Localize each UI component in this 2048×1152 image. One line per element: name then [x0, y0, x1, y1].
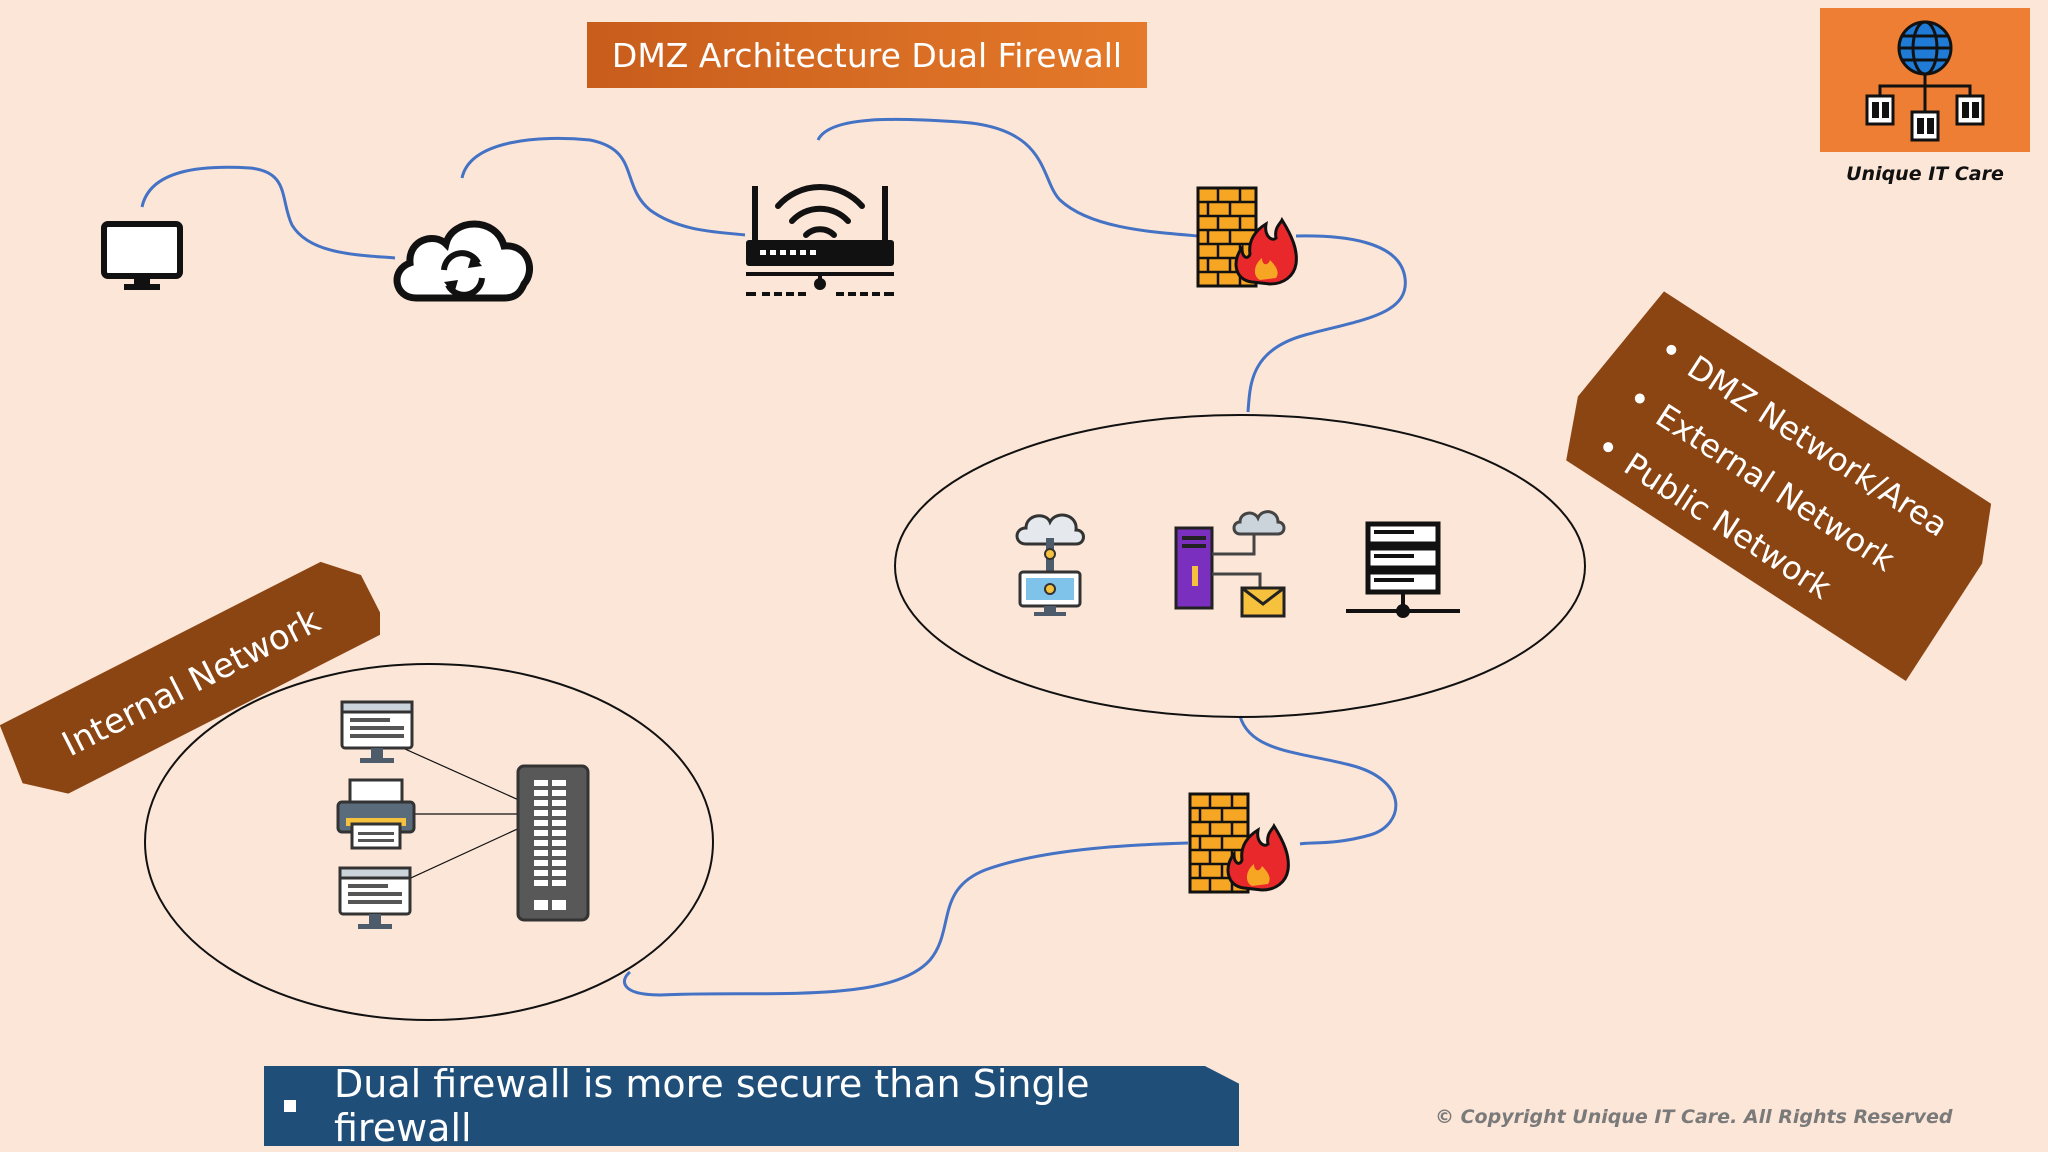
monitor-icon: [101, 221, 183, 290]
workstation-icon: [340, 700, 414, 763]
copyright-text: © Copyright Unique IT Care. All Rights R…: [1435, 1106, 1953, 1128]
link-firewall2-internal: [622, 841, 1189, 997]
page-title: DMZ Architecture Dual Firewall: [587, 22, 1147, 88]
link-dmz-firewall2: [1238, 715, 1398, 846]
workstation-icon: [338, 866, 412, 929]
switch-icon: [516, 764, 590, 922]
internal-network-label: Internal Network: [0, 561, 380, 794]
wifi-router-icon: [746, 184, 894, 296]
dmz-area-label: DMZ Network/Area External Network Public…: [1566, 291, 1992, 681]
globe-network-icon: [1865, 20, 1985, 142]
firewall-icon: [1196, 186, 1298, 288]
link-internet-router: [460, 136, 746, 237]
mail-server-icon: [1174, 510, 1286, 618]
logo-caption: Unique IT Care: [1846, 163, 2004, 185]
link-firewall1-dmz: [1246, 234, 1407, 413]
bullet-icon: [284, 1100, 296, 1112]
footer-note-text: Dual firewall is more secure than Single…: [334, 1062, 1090, 1150]
dmz-zone: [894, 414, 1586, 718]
cloud-desktop-icon: [1015, 513, 1085, 616]
footer-note: Dual firewall is more secure than Single…: [264, 1066, 1239, 1146]
printer-icon: [336, 778, 416, 850]
link-client-internet: [140, 165, 396, 260]
logo: [1820, 8, 2030, 152]
link-router-firewall1: [816, 117, 1199, 238]
network-server-icon: [1346, 521, 1460, 618]
firewall-icon: [1188, 792, 1290, 894]
cloud-sync-icon: [393, 220, 533, 302]
